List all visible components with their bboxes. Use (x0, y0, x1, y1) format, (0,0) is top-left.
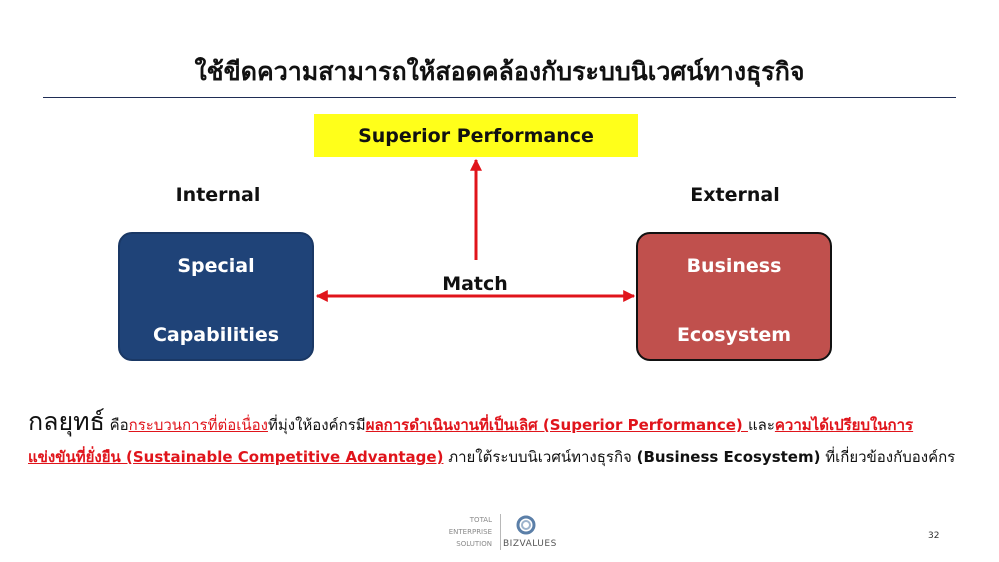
page-number: 32 (928, 531, 940, 541)
footer-line3: SOLUTION (456, 540, 492, 548)
underline-competitive-advantage: ความได้เปรียบในการแข่งขันที่ยั่งยืน (Sus… (28, 416, 914, 466)
para-text-2: ที่มุ่งให้องค์กรมี (267, 416, 366, 434)
bold-business-ecosystem: (Business Ecosystem) (636, 448, 821, 466)
right-box-line1: Business (686, 255, 782, 277)
footer-tagline: TOTAL ENTERPRISE SOLUTION (430, 514, 492, 550)
footer-line1: TOTAL (469, 516, 492, 524)
slide-title: ใช้ขีดความสามารถให้สอดคล้องกับระบบนิเวศน… (194, 57, 805, 86)
footer-divider (500, 514, 501, 550)
para-text-1: คือ (104, 416, 129, 434)
external-label: External (690, 184, 780, 206)
footer-line2: ENTERPRISE (448, 528, 492, 536)
strategy-definition: กลยุทธ์ คือกระบวนการที่ต่อเนื่องที่มุ่งใ… (28, 406, 958, 473)
para-text-4: ภายใต้ระบบนิเวศน์ทางธุรกิจ (443, 448, 637, 466)
special-capabilities-box: Special Capabilities (118, 232, 314, 361)
title-divider (43, 97, 956, 98)
match-label: Match (442, 273, 508, 295)
left-box-line2: Capabilities (152, 324, 280, 346)
internal-label: Internal (175, 184, 261, 206)
bizvalues-logo-icon (516, 515, 536, 535)
underline-superior-performance: ผลการดำเนินงานที่เป็นเลิศ (Superior Perf… (365, 416, 748, 434)
para-text-3: และ (747, 416, 775, 434)
superior-performance-box: Superior Performance (314, 114, 638, 157)
business-ecosystem-box: Business Ecosystem (636, 232, 832, 361)
underline-continuous-process: กระบวนการที่ต่อเนื่อง (128, 416, 268, 434)
left-box-line1: Special (177, 255, 255, 277)
superior-performance-label: Superior Performance (358, 124, 594, 147)
term-strategy: กลยุทธ์ (28, 407, 105, 436)
right-box-line2: Ecosystem (676, 324, 792, 346)
para-text-5: ที่เกี่ยวข้องกับองค์กร (820, 448, 956, 466)
footer-brand: BIZVALUES (503, 539, 557, 549)
